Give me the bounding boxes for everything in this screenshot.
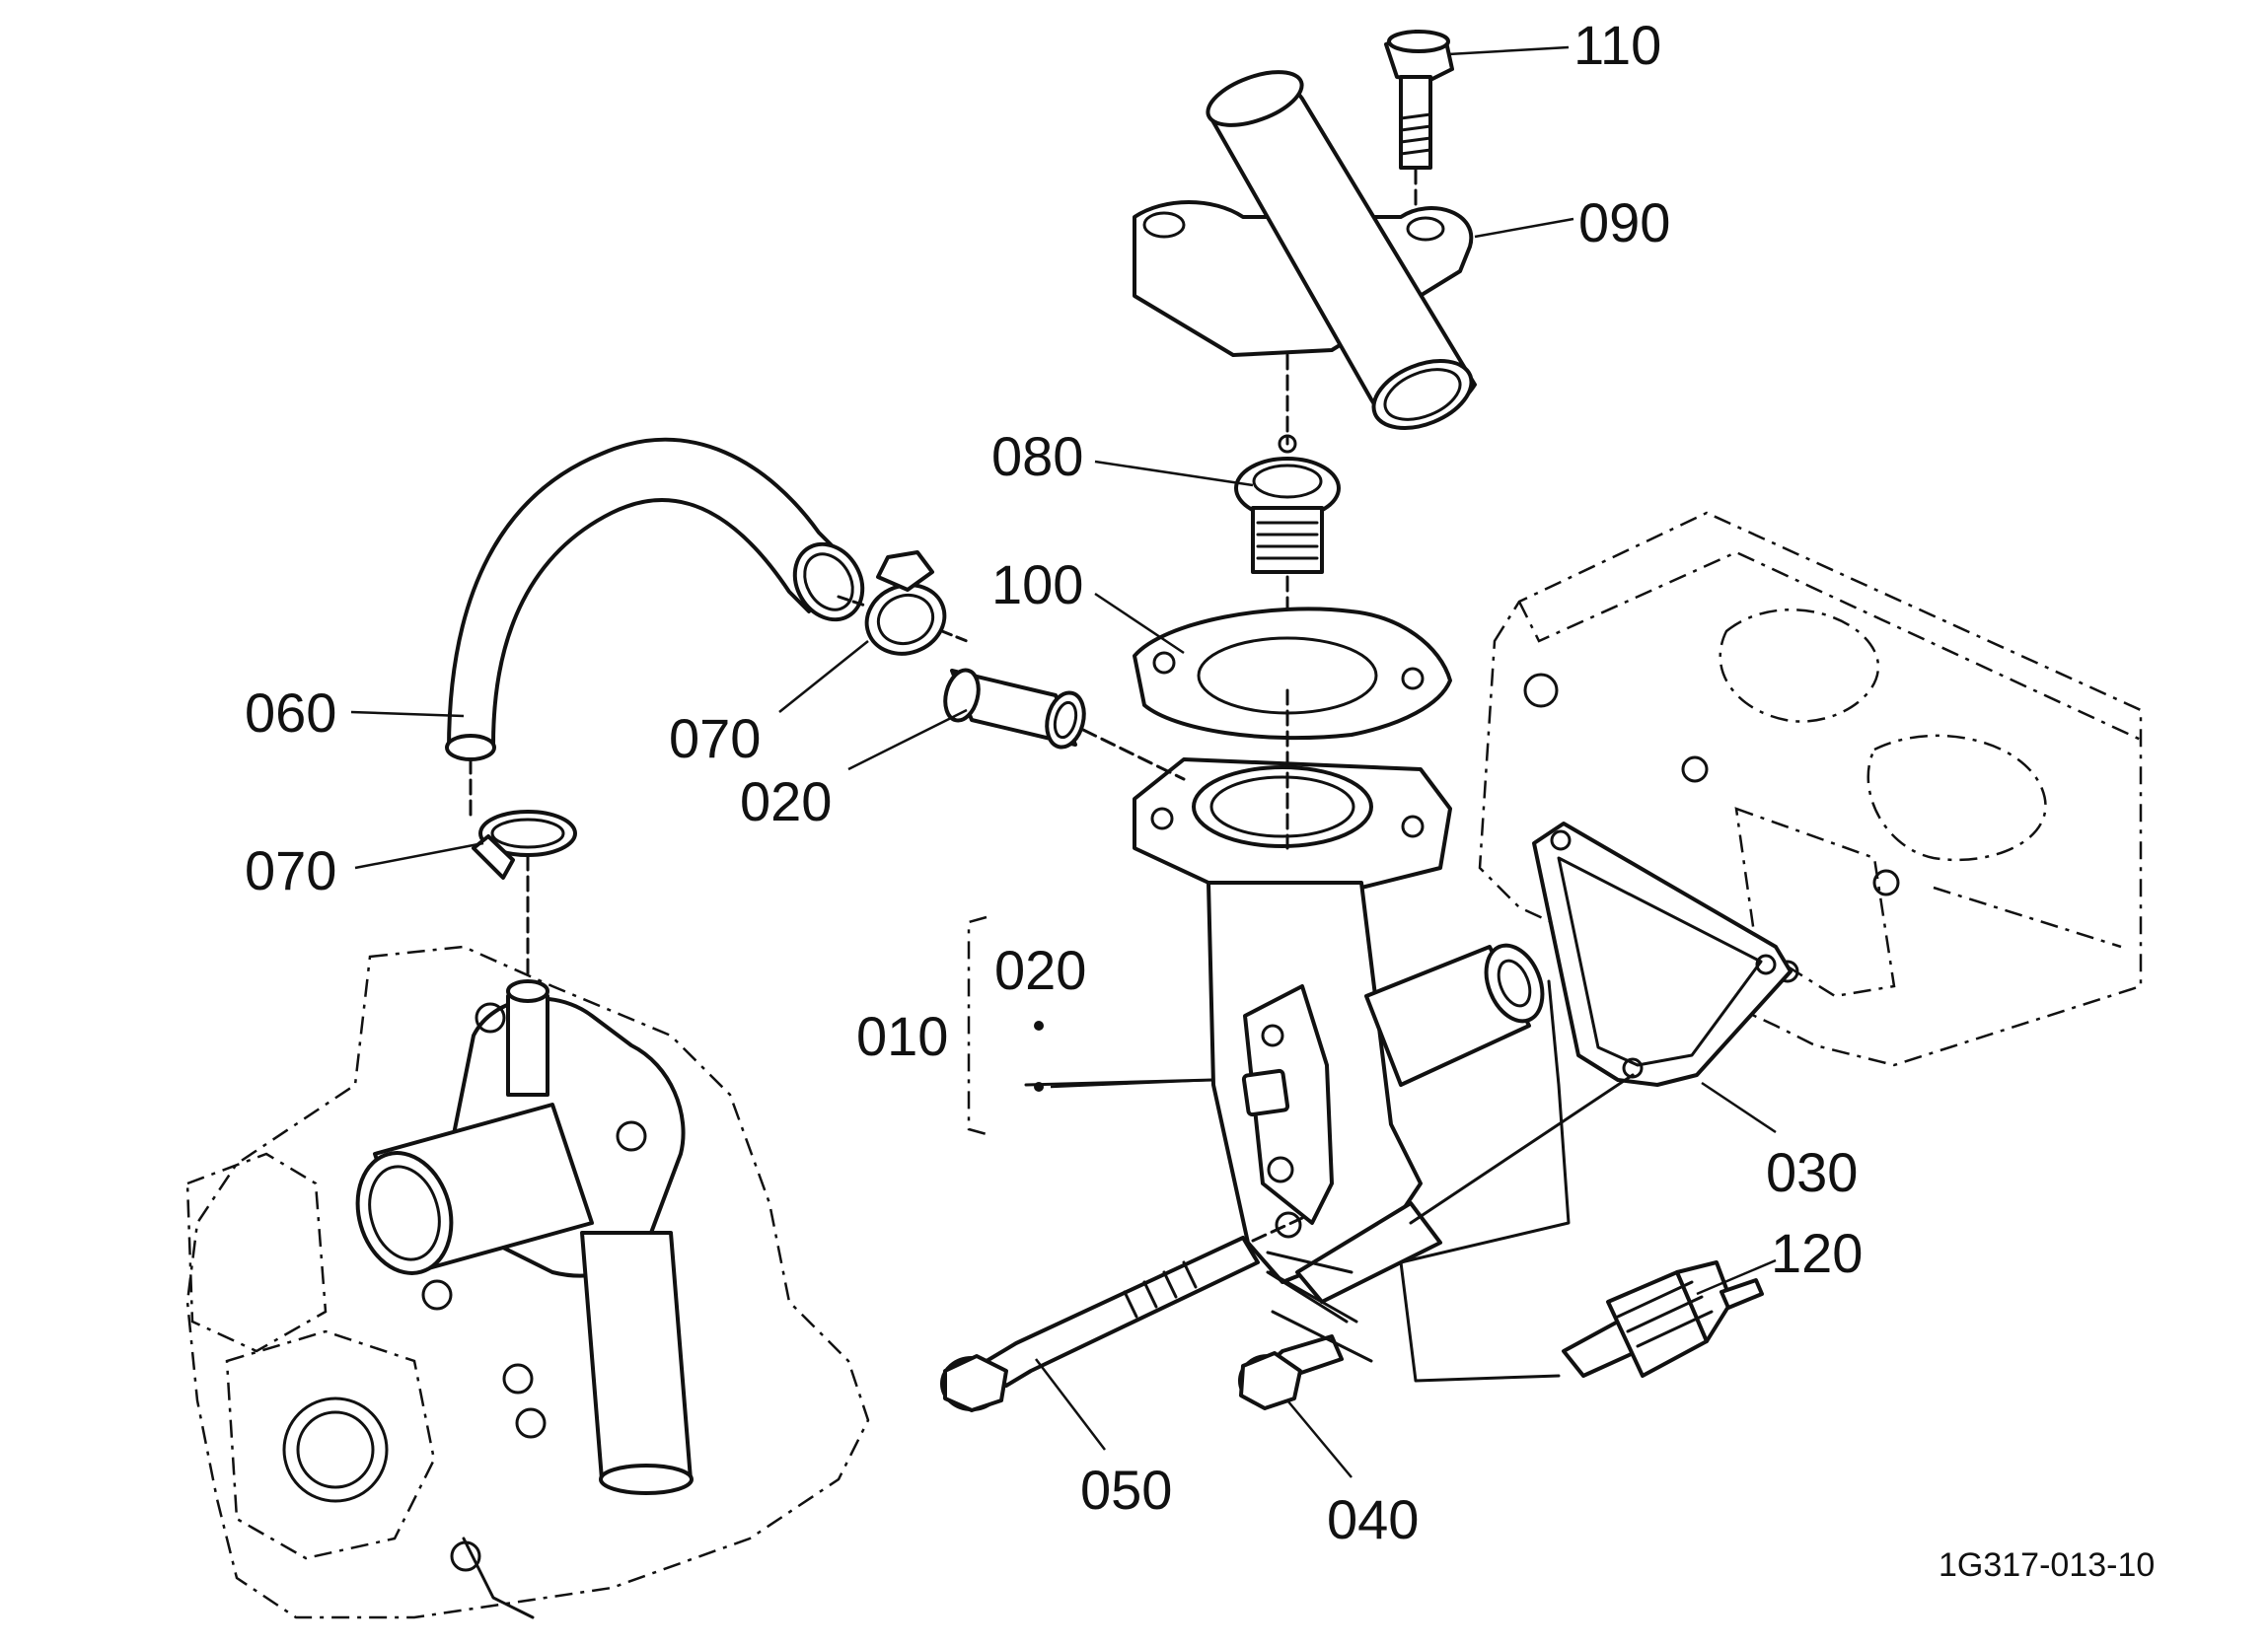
part-060-bypass-hose bbox=[445, 437, 865, 821]
part-080-thermostat bbox=[1234, 434, 1341, 673]
callout-110: 110 bbox=[1573, 14, 1661, 76]
callout-050: 050 bbox=[1080, 1459, 1172, 1521]
part-010-thermostat-housing bbox=[1133, 688, 1545, 1304]
callout-040: 040 bbox=[1327, 1488, 1419, 1550]
part-070-hose-clamp-upper bbox=[837, 550, 969, 656]
part-090-water-flange bbox=[1133, 70, 1477, 446]
callout-020-sub: 020 bbox=[994, 939, 1086, 1001]
engine-block-outline bbox=[1478, 511, 2143, 1067]
callout-010: 010 bbox=[856, 1005, 948, 1067]
callout-labels: 110 090 080 100 060 070 020 070 020 010 … bbox=[245, 14, 2155, 1584]
part-120-thermo-sensor bbox=[1562, 1260, 1764, 1378]
callout-120: 120 bbox=[1771, 1222, 1863, 1284]
part-050-long-bolt bbox=[940, 1216, 1304, 1412]
callout-020-pipe: 020 bbox=[740, 770, 832, 832]
part-020-pipe bbox=[943, 668, 1186, 781]
part-040-short-bolt bbox=[1238, 1270, 1358, 1410]
part-070-hose-clamp-lower bbox=[472, 810, 577, 978]
part-100-gasket bbox=[1133, 607, 1452, 741]
water-pump-housing bbox=[185, 945, 870, 1619]
callout-100: 100 bbox=[991, 553, 1083, 615]
callout-080: 080 bbox=[991, 425, 1083, 487]
callout-070-upper: 070 bbox=[669, 707, 761, 769]
leader-lines bbox=[350, 45, 1777, 1478]
drawing-code: 1G317-013-10 bbox=[1939, 1546, 2155, 1584]
callout-070-lower: 070 bbox=[245, 839, 336, 901]
part-030-gasket bbox=[1532, 822, 1792, 1087]
callout-030: 030 bbox=[1766, 1141, 1858, 1203]
callout-060: 060 bbox=[245, 681, 336, 744]
callout-090: 090 bbox=[1578, 191, 1670, 253]
